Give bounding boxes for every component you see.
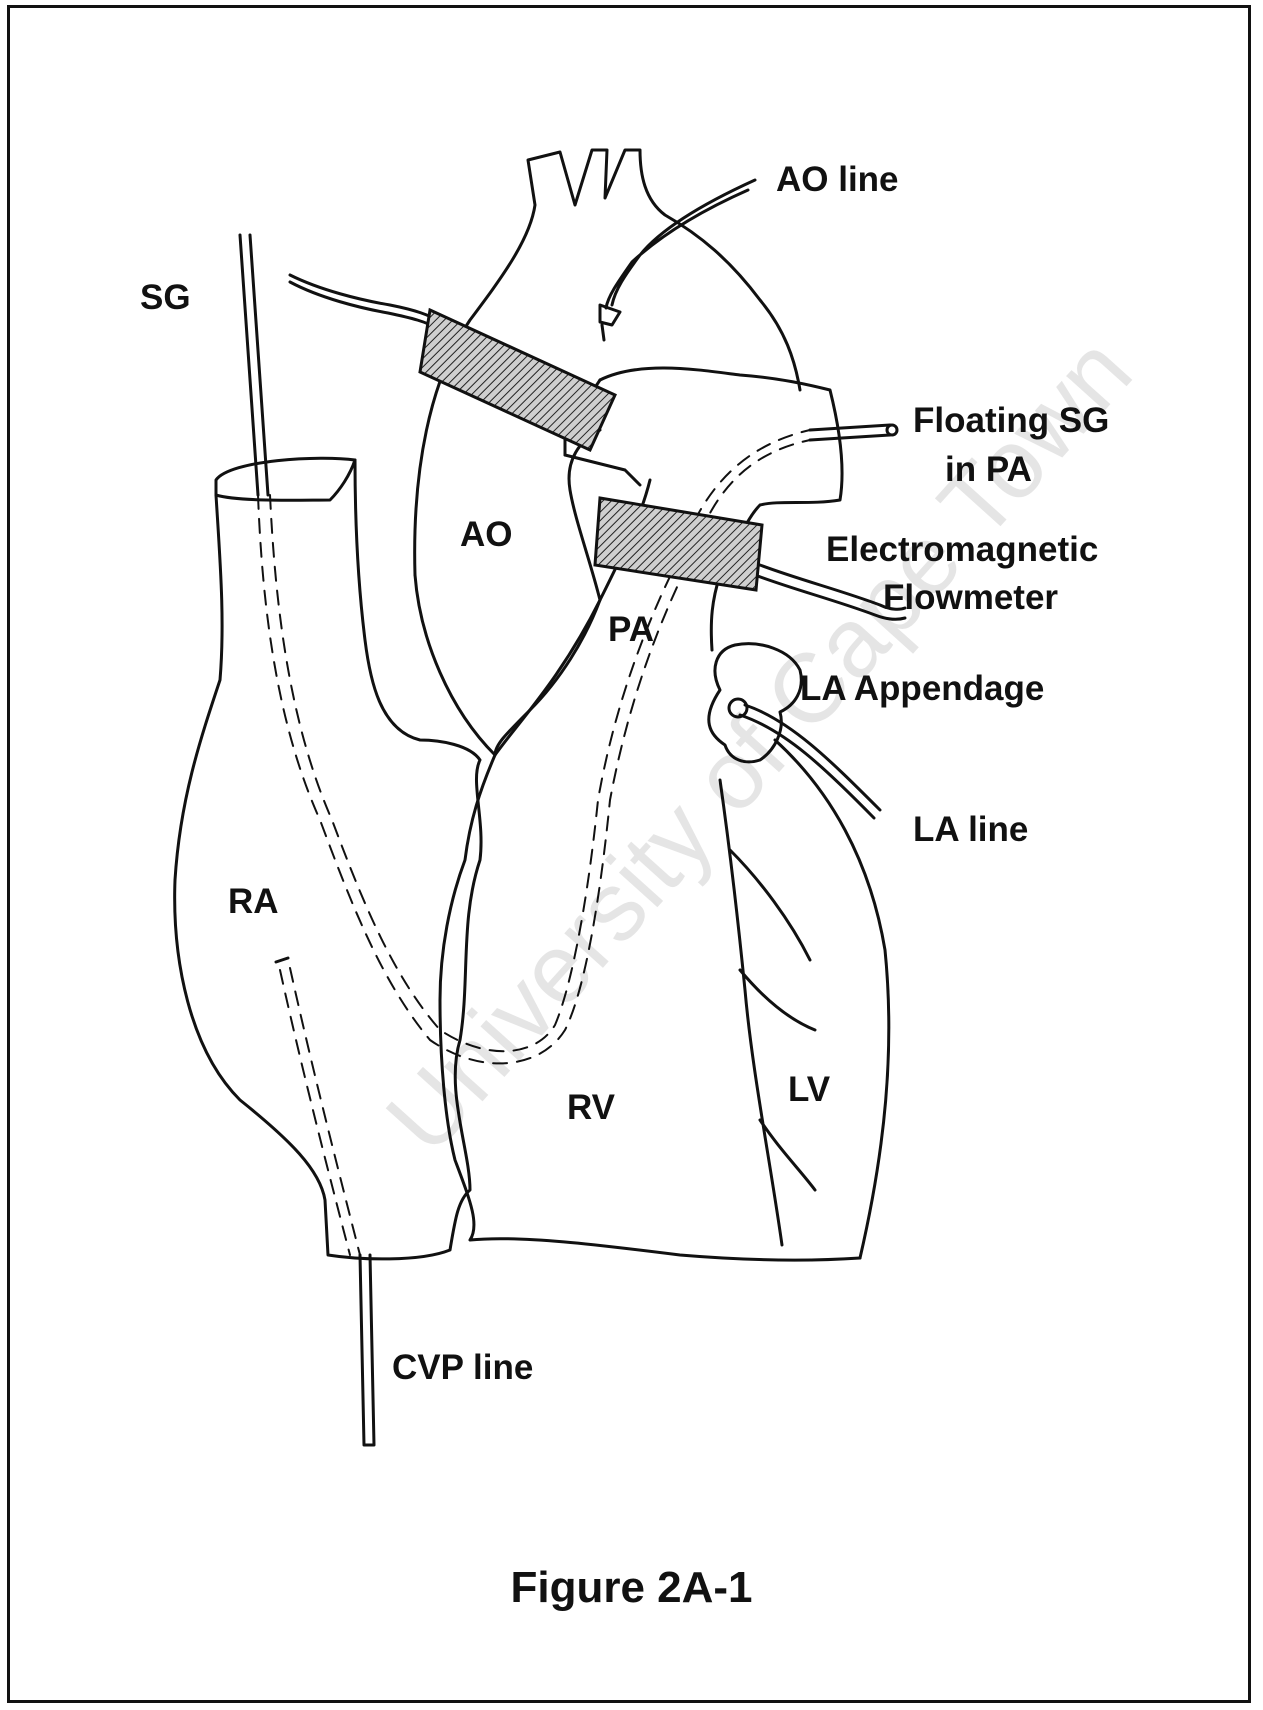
cvp-line (360, 1255, 374, 1445)
label-floating-sg-1: Floating SG (913, 403, 1109, 438)
pa-rv-left-edge (495, 600, 600, 755)
label-ao-line: AO line (776, 162, 899, 197)
figure-caption: Figure 2A-1 (0, 1563, 1263, 1613)
flowmeter-wire-ao (290, 275, 440, 328)
pa-flowmeter-band (595, 498, 762, 590)
label-emf-2: Flowmeter (883, 580, 1058, 615)
label-ra: RA (228, 884, 279, 919)
sg-catheter (240, 235, 268, 495)
label-la-appendage: LA Appendage (800, 671, 1044, 706)
label-rv: RV (567, 1090, 615, 1125)
label-sg: SG (140, 280, 191, 315)
aorta-front-edge (415, 430, 600, 755)
svc-opening (216, 458, 355, 500)
label-la-line: LA line (913, 812, 1028, 847)
label-emf-1: Electromagnetic (826, 532, 1098, 567)
label-cvp-line: CVP line (392, 1350, 533, 1385)
label-ao: AO (460, 517, 513, 552)
label-pa: PA (608, 612, 654, 647)
ao-flowmeter-band (420, 310, 615, 450)
label-lv: LV (788, 1072, 830, 1107)
label-floating-sg-2: in PA (945, 452, 1032, 487)
ao-line (606, 180, 755, 308)
